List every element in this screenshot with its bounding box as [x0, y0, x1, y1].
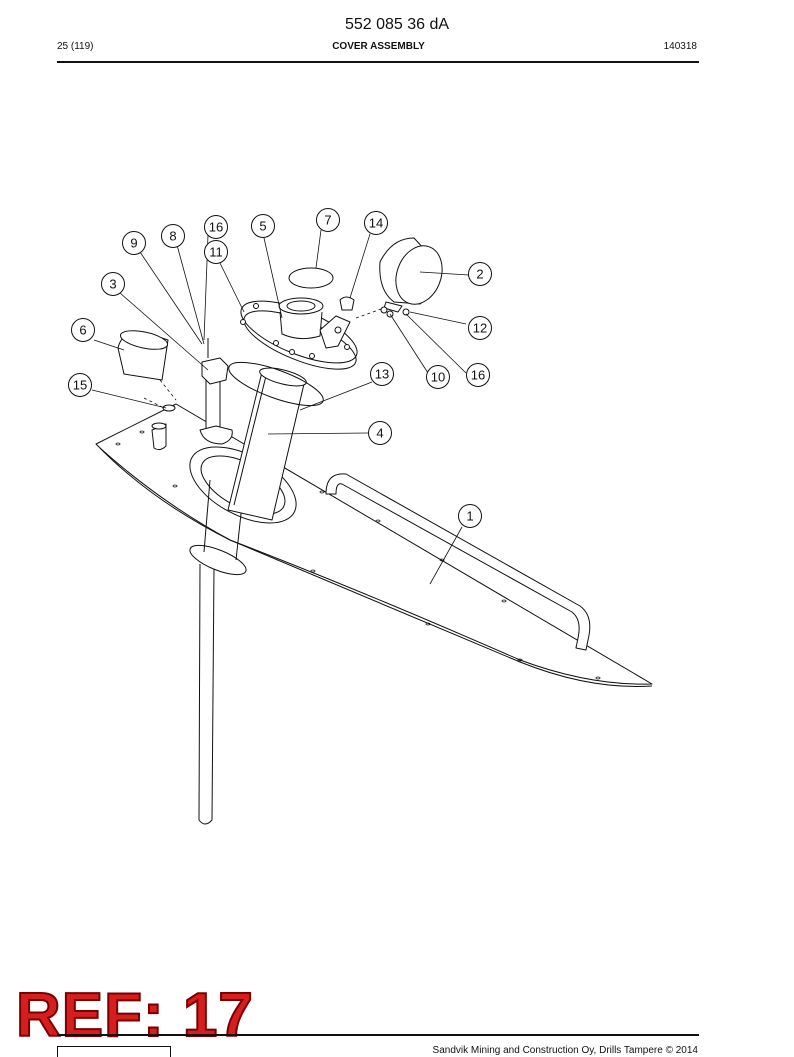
callout-2: 2 [468, 262, 492, 286]
callout-4: 4 [368, 421, 392, 445]
svg-text:14: 14 [369, 216, 383, 231]
callout-13: 13 [370, 362, 394, 386]
document-number: 552 085 36 dA [344, 16, 450, 33]
svg-text:15: 15 [73, 378, 87, 393]
svg-text:3: 3 [109, 277, 116, 292]
svg-text:10: 10 [431, 370, 445, 385]
callout-16-right: 16 [466, 363, 490, 387]
document-date: 140318 [663, 41, 697, 52]
footer-rule [57, 1034, 699, 1036]
callout-14: 14 [364, 211, 388, 235]
svg-text:2: 2 [476, 267, 483, 282]
svg-text:8: 8 [169, 229, 176, 244]
callout-7: 7 [316, 208, 340, 232]
ref-stamp: REF: 17 [15, 981, 254, 1050]
svg-text:16: 16 [209, 220, 223, 235]
svg-text:16: 16 [471, 368, 485, 383]
sensor-pipe [205, 380, 221, 435]
callout-12: 12 [468, 316, 492, 340]
handle-tube [325, 473, 591, 651]
callout-8: 8 [161, 224, 185, 248]
callout-5: 5 [251, 214, 275, 238]
svg-text:13: 13 [375, 367, 389, 382]
base-plate [95, 403, 653, 685]
callout-11: 11 [204, 240, 228, 264]
svg-text:6: 6 [79, 323, 86, 338]
svg-text:4: 4 [376, 426, 383, 441]
svg-text:9: 9 [130, 236, 137, 251]
svg-text:5: 5 [259, 219, 266, 234]
svg-text:11: 11 [209, 245, 223, 260]
logo-mark [57, 1046, 171, 1057]
page-info: 25 (119) [57, 41, 94, 52]
callout-16-upper: 16 [204, 215, 228, 239]
header-rule [57, 61, 699, 63]
svg-text:12: 12 [473, 321, 487, 336]
svg-text:7: 7 [324, 213, 331, 228]
callout-1: 1 [458, 504, 482, 528]
copyright-text: Sandvik Mining and Construction Oy, Dril… [432, 1045, 698, 1056]
callout-3: 3 [101, 272, 125, 296]
cap [288, 267, 334, 289]
lower-tube [198, 563, 215, 825]
callout-15: 15 [68, 373, 92, 397]
section-title: COVER ASSEMBLY [332, 41, 425, 52]
callout-6: 6 [71, 318, 95, 342]
callout-9: 9 [122, 231, 146, 255]
svg-text:1: 1 [466, 509, 473, 524]
callout-10: 10 [426, 365, 450, 389]
